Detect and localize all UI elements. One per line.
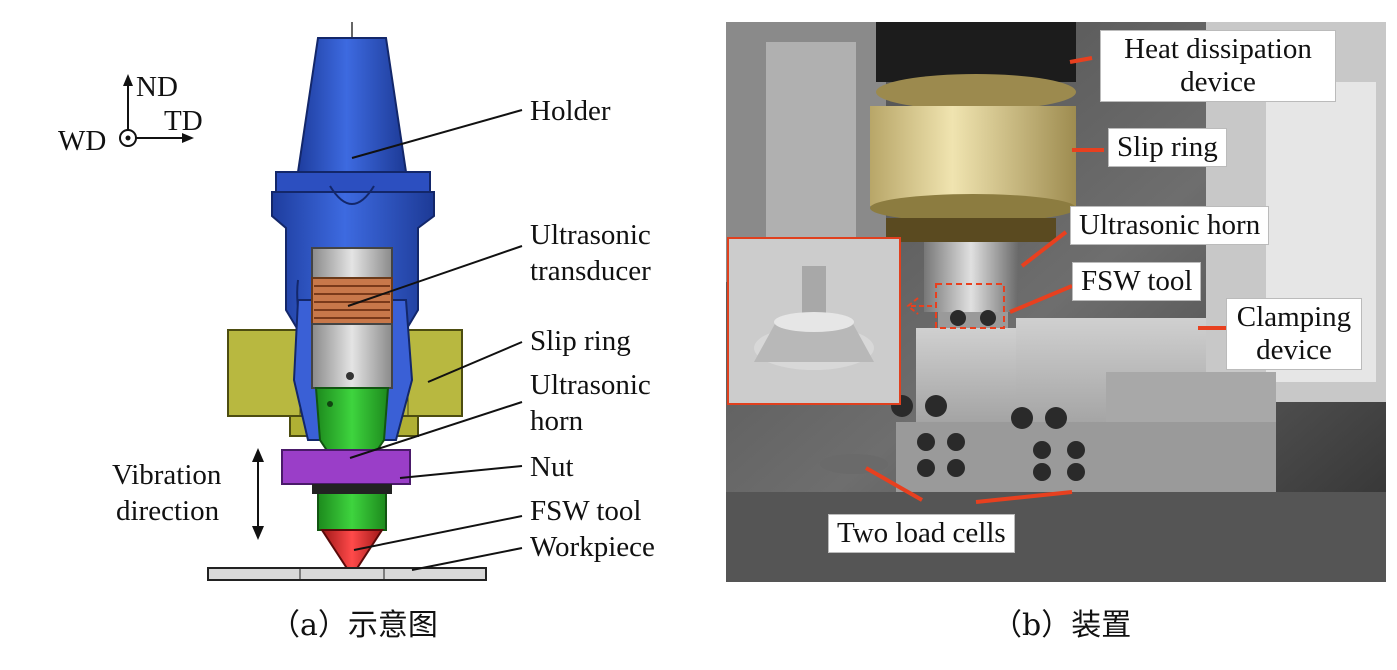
transducer-shape <box>311 247 393 389</box>
clamping-device-label-line2: device <box>1256 334 1332 366</box>
inset-pointer-arrow <box>906 297 932 315</box>
vibration-arrow <box>252 448 264 540</box>
ultrasonic-horn-label-line2: horn <box>530 405 584 437</box>
fsw-tool-label: FSW tool <box>530 495 642 527</box>
nut-shape <box>281 449 411 494</box>
ultrasonic-transducer-label-line1: Ultrasonic <box>530 219 651 251</box>
schematic-drawing <box>119 22 523 581</box>
photo-arrows <box>865 56 1246 504</box>
heat-dissipation-device-label: Heat dissipation device <box>1100 30 1336 102</box>
nut-label: Nut <box>530 451 574 483</box>
fsw-tool-photo-label: FSW tool <box>1072 262 1202 301</box>
photo-panel: Heat dissipation device Slip ring Ultras… <box>700 0 1397 670</box>
slip-ring-photo-label: Slip ring <box>1108 128 1227 167</box>
apparatus-photo-drawing <box>726 22 1386 582</box>
apparatus-photo: Heat dissipation device Slip ring Ultras… <box>726 22 1386 582</box>
heat-dissipation-device-label-line2: device <box>1180 66 1256 98</box>
clamping-device-label: Clamping device <box>1226 298 1362 370</box>
heat-dissipation-device-label-line1: Heat dissipation <box>1124 33 1312 65</box>
ultrasonic-horn-photo-label: Ultrasonic horn <box>1070 206 1270 245</box>
schematic-panel: ND TD WD Holder Ultrasonic transducer Sl… <box>58 22 655 643</box>
axis-wd-label: WD <box>58 125 107 157</box>
leader-lines <box>347 109 523 571</box>
workpiece-label: Workpiece <box>530 531 655 563</box>
holder-label: Holder <box>530 95 611 127</box>
ultrasonic-horn-label-line1: Ultrasonic <box>530 369 651 401</box>
caption-b: （b）装置 <box>992 608 1132 643</box>
slip-ring-label: Slip ring <box>530 325 631 357</box>
load-cells-label: Two load cells <box>828 514 1015 553</box>
axis-td-label: TD <box>164 105 203 137</box>
axis-nd-label: ND <box>136 71 178 103</box>
workpiece-shape <box>207 567 487 581</box>
ultrasonic-transducer-label-line2: transducer <box>530 255 651 287</box>
caption-a: （a）示意图 <box>270 608 438 643</box>
clamping-device-label-line1: Clamping <box>1236 301 1352 333</box>
vibration-direction-label-line2: direction <box>116 495 220 527</box>
vibration-direction-label-line1: Vibration <box>112 459 222 491</box>
coordinate-axes <box>119 74 194 147</box>
